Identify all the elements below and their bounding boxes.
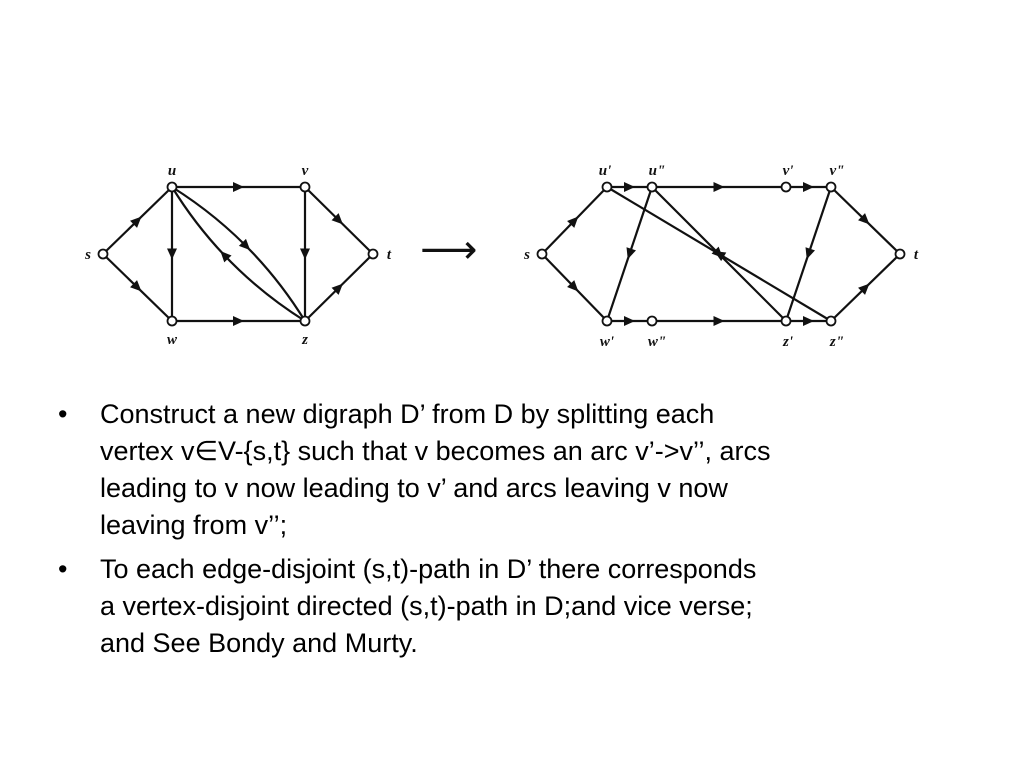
edge-w2-z1-arrowhead — [713, 316, 725, 326]
vertex-prime-u2 — [646, 181, 658, 193]
vertex-label-s: s — [84, 247, 91, 263]
bullet-item-2: • To each edge-disjoint (s,t)-path in D’… — [58, 551, 958, 662]
vertex-prime-z1 — [780, 315, 792, 327]
edge-u2-w1-arrowhead — [626, 247, 636, 260]
edge-s-u-arrowhead — [130, 216, 142, 228]
edge-v2-t-arrowhead — [858, 213, 870, 225]
vertex-label-v1: v' — [783, 163, 794, 179]
bullet-line: Construct a new digraph D’ from D by spl… — [100, 399, 715, 429]
vertex-label-z2: z" — [829, 334, 844, 350]
edge-u-z-curve — [171, 186, 306, 322]
vertex-prime-t — [894, 248, 906, 260]
bullet-line: leaving from v’’; — [100, 510, 288, 540]
vertex-v — [299, 181, 311, 193]
edge-z-u-curve — [171, 186, 306, 322]
bullet-line: To each edge-disjoint (s,t)-path in D’ t… — [100, 554, 757, 584]
edge-u-v-arrowhead — [233, 182, 244, 192]
vertex-label-w: w — [167, 332, 178, 348]
transform-arrow: ⟶ — [420, 227, 477, 273]
vertex-label-u1: u' — [599, 163, 612, 179]
vertex-label-prime-s: s — [523, 247, 530, 263]
vertex-u — [166, 181, 178, 193]
edge-u-w-arrowhead — [167, 248, 177, 260]
edge-s-u1-arrowhead — [567, 216, 579, 228]
vertex-label-v2: v" — [830, 163, 845, 179]
vertex-t — [367, 248, 379, 260]
edge-s-w1-arrowhead — [567, 280, 579, 292]
vertex-label-z: z — [301, 332, 308, 348]
bullet-marker: • — [58, 554, 68, 584]
edge-z2-t-arrowhead — [858, 283, 870, 295]
edge-v-z-arrowhead — [300, 248, 310, 260]
edge-z-u-curve-arrowhead — [220, 250, 232, 263]
vertex-label-t: t — [387, 247, 392, 263]
edge-u2-v1-arrowhead — [713, 182, 725, 192]
vertex-w — [166, 315, 178, 327]
vertex-prime-w1 — [601, 315, 613, 327]
edge-z1-z2-arrowhead — [803, 316, 814, 326]
edge-s-w-arrowhead — [130, 280, 142, 292]
vertex-label-v: v — [302, 163, 309, 179]
edge-z-t-arrowhead — [331, 283, 343, 295]
vertex-s — [97, 248, 109, 260]
bullet-item-1: • Construct a new digraph D’ from D by s… — [58, 396, 958, 544]
vertex-label-w2: w" — [648, 334, 666, 350]
vertex-label-z1: z' — [782, 334, 793, 350]
vertex-label-w1: w' — [600, 334, 614, 350]
bullet-line: and See Bondy and Murty. — [100, 628, 418, 658]
vertex-z — [299, 315, 311, 327]
vertex-prime-v1 — [780, 181, 792, 193]
edge-v-t-arrowhead — [331, 213, 343, 225]
bullet-line: vertex v∈V-{s,t} such that v becomes an … — [100, 436, 771, 466]
edge-v1-v2-arrowhead — [803, 182, 814, 192]
vertex-label-u2: u" — [649, 163, 666, 179]
vertex-label-u: u — [168, 163, 176, 179]
edge-v2-z1-arrowhead — [805, 247, 815, 260]
nodes-layer — [97, 181, 906, 327]
vertex-prime-w2 — [646, 315, 658, 327]
bullet-marker: • — [58, 399, 68, 429]
bullet-line: a vertex-disjoint directed (s,t)-path in… — [100, 591, 753, 621]
vertex-prime-z2 — [825, 315, 837, 327]
vertex-prime-v2 — [825, 181, 837, 193]
graph-diagram: s u v t w z s u' u" v' v" t w' w" z' z" ⟶ — [84, 163, 919, 350]
edge-u-z-curve-arrowhead — [238, 238, 251, 251]
edge-w1-w2-arrowhead — [624, 316, 635, 326]
labels-layer: s u v t w z s u' u" v' v" t w' w" z' z" — [84, 163, 919, 350]
bullet-line: leading to v now leading to v’ and arcs … — [100, 473, 728, 503]
edge-z2-u1-arrowhead — [714, 251, 727, 262]
vertex-prime-s — [536, 248, 548, 260]
bullet-list: • Construct a new digraph D’ from D by s… — [58, 396, 958, 669]
vertex-label-prime-t: t — [914, 247, 919, 263]
arrowheads-layer — [130, 182, 870, 326]
edge-u1-u2-arrowhead — [624, 182, 635, 192]
vertex-prime-u1 — [601, 181, 613, 193]
edge-w-z-arrowhead — [233, 316, 244, 326]
